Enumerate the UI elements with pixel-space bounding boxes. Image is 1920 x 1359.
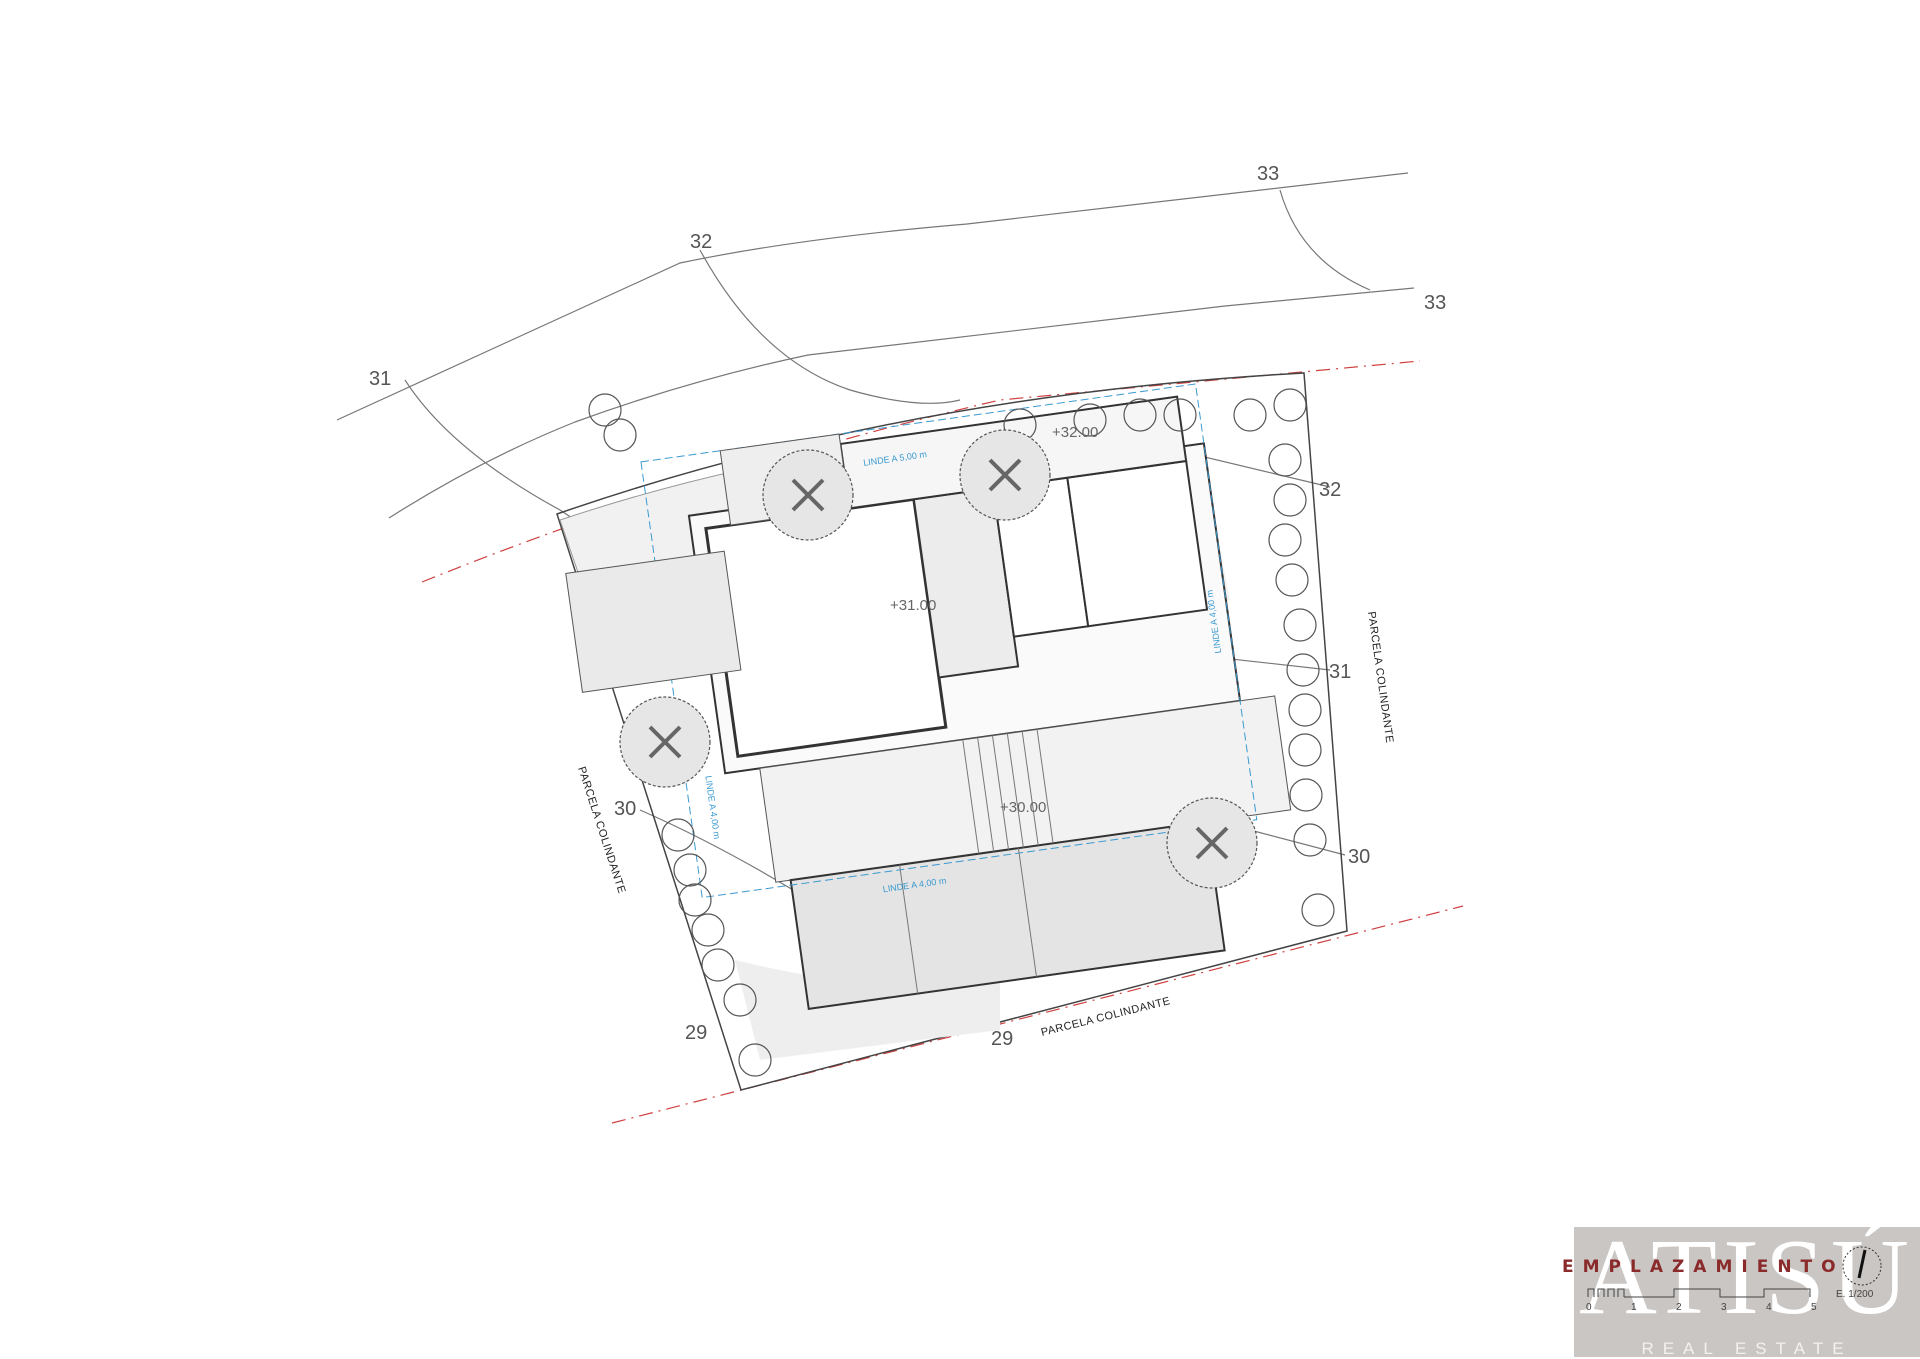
tree-icon — [1288, 693, 1322, 727]
scale-bar — [1587, 1246, 1882, 1298]
contour-label: 31 — [1329, 661, 1351, 683]
contour-label: 30 — [1348, 846, 1370, 868]
tree-icon — [1273, 388, 1307, 422]
tree-icon — [1288, 733, 1322, 767]
title-block: ATISÚ EMPLAZAMIENTO E. 1/200 0 1 2 3 4 5… — [1562, 1218, 1920, 1358]
scale-tick: 5 — [1811, 1302, 1817, 1313]
contour-32 — [699, 249, 961, 404]
contour-label: 30 — [614, 798, 636, 820]
tree-icon — [673, 853, 707, 887]
drawing-title: EMPLAZAMIENTO — [1562, 1257, 1845, 1277]
neighbour-label-right: PARCELA COLINDANTE — [1365, 611, 1395, 744]
contour-label: 33 — [1424, 292, 1446, 314]
scale-tick: 0 — [1586, 1302, 1592, 1313]
tree-icon — [1275, 563, 1309, 597]
tree-trunk-icon — [988, 458, 1022, 492]
scale-tick: 3 — [1721, 1302, 1727, 1313]
tree-icon — [1233, 398, 1267, 432]
tree-trunk-icon — [791, 478, 825, 512]
tree-icon — [1123, 398, 1157, 432]
contour-33-link — [1279, 189, 1371, 291]
setback-label-left: LINDE A 4,00 m — [703, 775, 722, 840]
tree-icon — [678, 883, 712, 917]
tree-icon — [661, 818, 695, 852]
neighbour-label-left: PARCELA COLINDANTE — [575, 765, 627, 895]
contour-label: 32 — [690, 231, 712, 253]
tree-icon — [723, 983, 757, 1017]
scale-tick: 2 — [1676, 1302, 1682, 1313]
scale-tick: 4 — [1766, 1302, 1772, 1313]
contour-label: 29 — [991, 1028, 1013, 1050]
brand-tagline: REAL ESTATE — [1641, 1339, 1853, 1358]
tree-icon — [1073, 403, 1107, 437]
contour-label: 32 — [1319, 479, 1341, 501]
tree-trunk-icon — [648, 725, 682, 759]
tree-icon — [603, 418, 637, 452]
trees — [588, 388, 1335, 1077]
tree-icon — [1286, 653, 1320, 687]
contour-label: 33 — [1257, 163, 1279, 185]
tree-icon — [588, 393, 622, 427]
tree-icon — [1283, 608, 1317, 642]
contour-33-lower — [388, 287, 1415, 519]
tree-icon — [1289, 778, 1323, 812]
plot-boundary — [556, 372, 1348, 1091]
tree-icon — [1268, 443, 1302, 477]
tree-trunk-icon — [1195, 826, 1229, 860]
tree-icon — [738, 1043, 772, 1077]
scale-label: E. 1/200 — [1836, 1289, 1874, 1300]
spot-level: +31.00 — [890, 597, 936, 614]
brand-logo: ATISÚ — [1578, 1218, 1916, 1337]
tree-icon — [1163, 398, 1197, 432]
spot-level: +32.00 — [1052, 424, 1098, 441]
scale-tick: 1 — [1631, 1302, 1637, 1313]
north-arrow-icon — [1842, 1246, 1882, 1286]
neighbour-label-bottom: PARCELA COLINDANTE — [1040, 995, 1172, 1039]
tree-icon — [701, 948, 735, 982]
tree-icon — [1268, 523, 1302, 557]
contour-label: 29 — [685, 1022, 707, 1044]
contour-33-upper — [336, 172, 1409, 421]
tree-icon — [1273, 483, 1307, 517]
contour-label: 31 — [369, 368, 391, 390]
tree-icon — [691, 913, 725, 947]
spot-level: +30.00 — [1000, 799, 1046, 816]
tree-icon — [1293, 823, 1327, 857]
tree-icon — [1301, 893, 1335, 927]
